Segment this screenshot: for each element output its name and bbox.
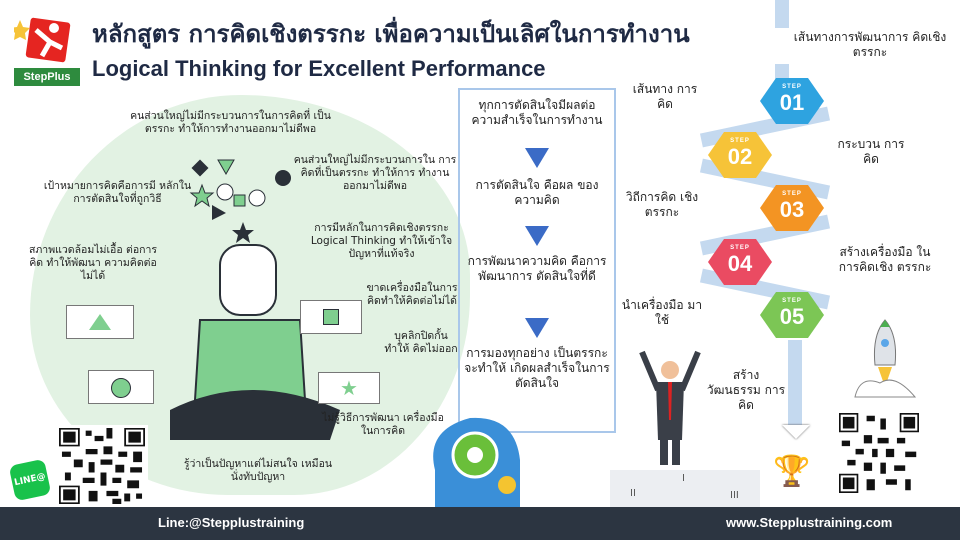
- road-segment: [775, 0, 789, 28]
- step-03-label: วิถีการคิด เชิงตรรกะ: [625, 190, 699, 219]
- rocket-icon: [854, 319, 917, 398]
- step-02-label: กระบวน การคิด: [837, 137, 905, 166]
- note-9: รู้ว่าเป็นปัญหาแต่ไม่สนใจ เหมือนนั่งทับป…: [183, 458, 333, 483]
- note-2: คนส่วนใหญ่ไม่มีกระบวนการใน การคิดที่เป็น…: [293, 154, 457, 192]
- down-arrow-icon: [525, 148, 549, 168]
- note-4: การมีหลักในการคิดเชิงตรรกะ Logical Think…: [310, 222, 453, 260]
- thinking-person-illustration: [170, 159, 340, 440]
- trophy-icon: 🏆: [773, 454, 811, 489]
- podium-third: III: [730, 490, 739, 501]
- flow-item-1: ทุกการตัดสินใจมีผลต่อ ความสำเร็จในการทำง…: [471, 98, 603, 127]
- step-05-label: นำเครื่องมือ มาใช้: [621, 298, 703, 327]
- note-3: เป้าหมายการคิดคือการมี หลักในการตัดสินใจ…: [43, 180, 192, 205]
- note-6: ขาดเครื่องมือในการ คิดทำให้คิดต่อไม่ได้: [366, 282, 458, 307]
- footer-website-link[interactable]: www.Stepplustraining.com: [726, 515, 893, 530]
- flow-item-2: การตัดสินใจ คือผล ของความคิด: [475, 178, 599, 207]
- businessman-icon: [639, 350, 701, 465]
- note-1: คนส่วนใหญ่ไม่มีกระบวนการในการคิดที่ เป็น…: [130, 110, 331, 135]
- flow-item-4: การมองทุกอย่าง เป็นตรรกะจะทำให้ เกิดผลสำ…: [464, 346, 610, 390]
- box-circle: [88, 370, 154, 404]
- step-01-label: เส้นทาง การคิด: [632, 82, 698, 111]
- qr-code-line[interactable]: [56, 425, 148, 507]
- shapes-cloud-icon: [189, 159, 291, 243]
- footer-line-id[interactable]: Line:@Stepplustraining: [158, 515, 305, 530]
- box-star: ★: [318, 372, 380, 404]
- down-arrow-icon: [525, 318, 549, 338]
- footer-bar: Line:@Stepplustraining www.Stepplustrain…: [0, 507, 960, 540]
- flow-item-3: การพัฒนาความคิด คือการพัฒนาการ ตัดสินใจท…: [467, 254, 607, 283]
- title-thai: หลักสูตร การคิดเชิงตรรกะ เพื่อความเป็นเล…: [92, 20, 690, 48]
- note-7: บุคลิกปิดกั้นทำให้ คิดไม่ออก: [384, 330, 458, 355]
- step-04-label: สร้างเครื่องมือ ในการคิดเชิง ตรรกะ: [838, 245, 932, 274]
- decision-flow-box: ทุกการตัดสินใจมีผลต่อ ความสำเร็จในการทำง…: [458, 88, 616, 433]
- road-segment: [788, 340, 802, 430]
- title-english: Logical Thinking for Excellent Performan…: [92, 56, 546, 81]
- box-square: [300, 300, 362, 334]
- line-badge-text: LINE@: [13, 471, 47, 489]
- box-triangle: [66, 305, 134, 339]
- line-badge[interactable]: LINE@: [8, 458, 52, 502]
- down-arrow-icon: [782, 425, 810, 439]
- down-arrow-icon: [525, 226, 549, 246]
- final-label: สร้าง วัฒนธรรม การคิด: [706, 368, 786, 412]
- podium-first: I: [682, 473, 685, 484]
- logo-figure-icon: [10, 17, 71, 63]
- road-segment: [775, 64, 789, 80]
- note-8: ไม่รู้วิธีการพัฒนา เครื่องมือในการคิด: [322, 412, 444, 437]
- qr-code-website[interactable]: [836, 410, 922, 496]
- stepplus-logo: StepPlus: [10, 16, 80, 86]
- note-5: สภาพแวดล้อมไม่เอื้อ ต่อการคิด ทำให้พัฒนา…: [28, 244, 158, 282]
- roadmap-title: เส้นทางการพัฒนาการ คิดเชิงตรรกะ: [793, 30, 947, 59]
- podium-second: II: [630, 488, 636, 499]
- podium: II I III: [610, 470, 760, 507]
- logo-text: StepPlus: [14, 68, 80, 86]
- gear-head-icon: [433, 417, 520, 507]
